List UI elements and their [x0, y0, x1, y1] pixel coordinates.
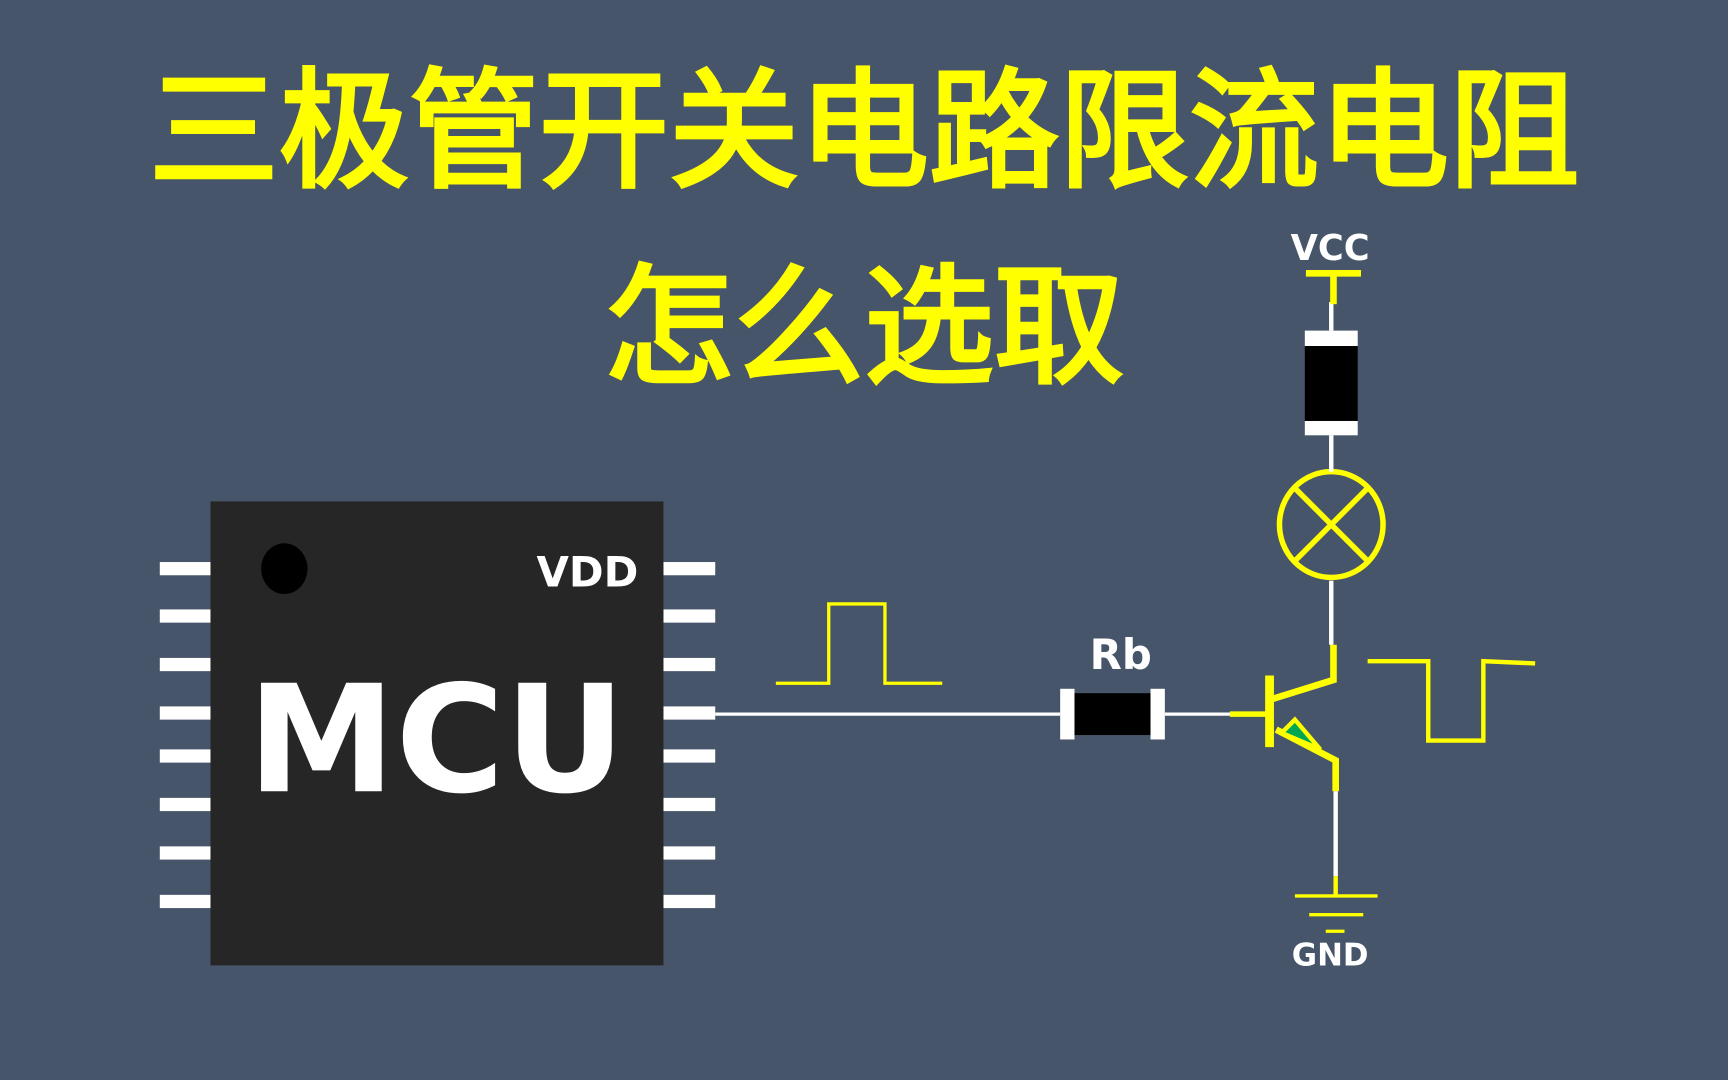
resistor-rb: [1060, 688, 1165, 740]
pin1-dot-icon: [261, 543, 308, 594]
mcu-pins-left: [159, 562, 211, 909]
vdd-label: VDD: [536, 547, 638, 596]
input-pulse-waveform: [775, 602, 943, 685]
npn-transistor: [1229, 644, 1339, 792]
vcc-label: VCC: [1291, 228, 1370, 269]
mcu-pins-right: [663, 562, 716, 909]
rb-label: Rb: [1090, 630, 1152, 679]
vcc-symbol-icon: [1305, 270, 1362, 305]
gnd-label: GND: [1292, 937, 1369, 973]
title-line-1: 三极管开关电路限流电阻: [149, 55, 1579, 207]
output-waveform: [1367, 658, 1536, 743]
title-line-2: 怎么选取: [604, 251, 1124, 403]
emitter-arrow-icon: [1277, 716, 1322, 752]
mcu-chip: VDD MCU: [159, 501, 716, 966]
mcu-label: MCU: [247, 654, 625, 827]
ground-symbol-icon: [1294, 876, 1378, 933]
load-resistor: [1304, 330, 1358, 436]
